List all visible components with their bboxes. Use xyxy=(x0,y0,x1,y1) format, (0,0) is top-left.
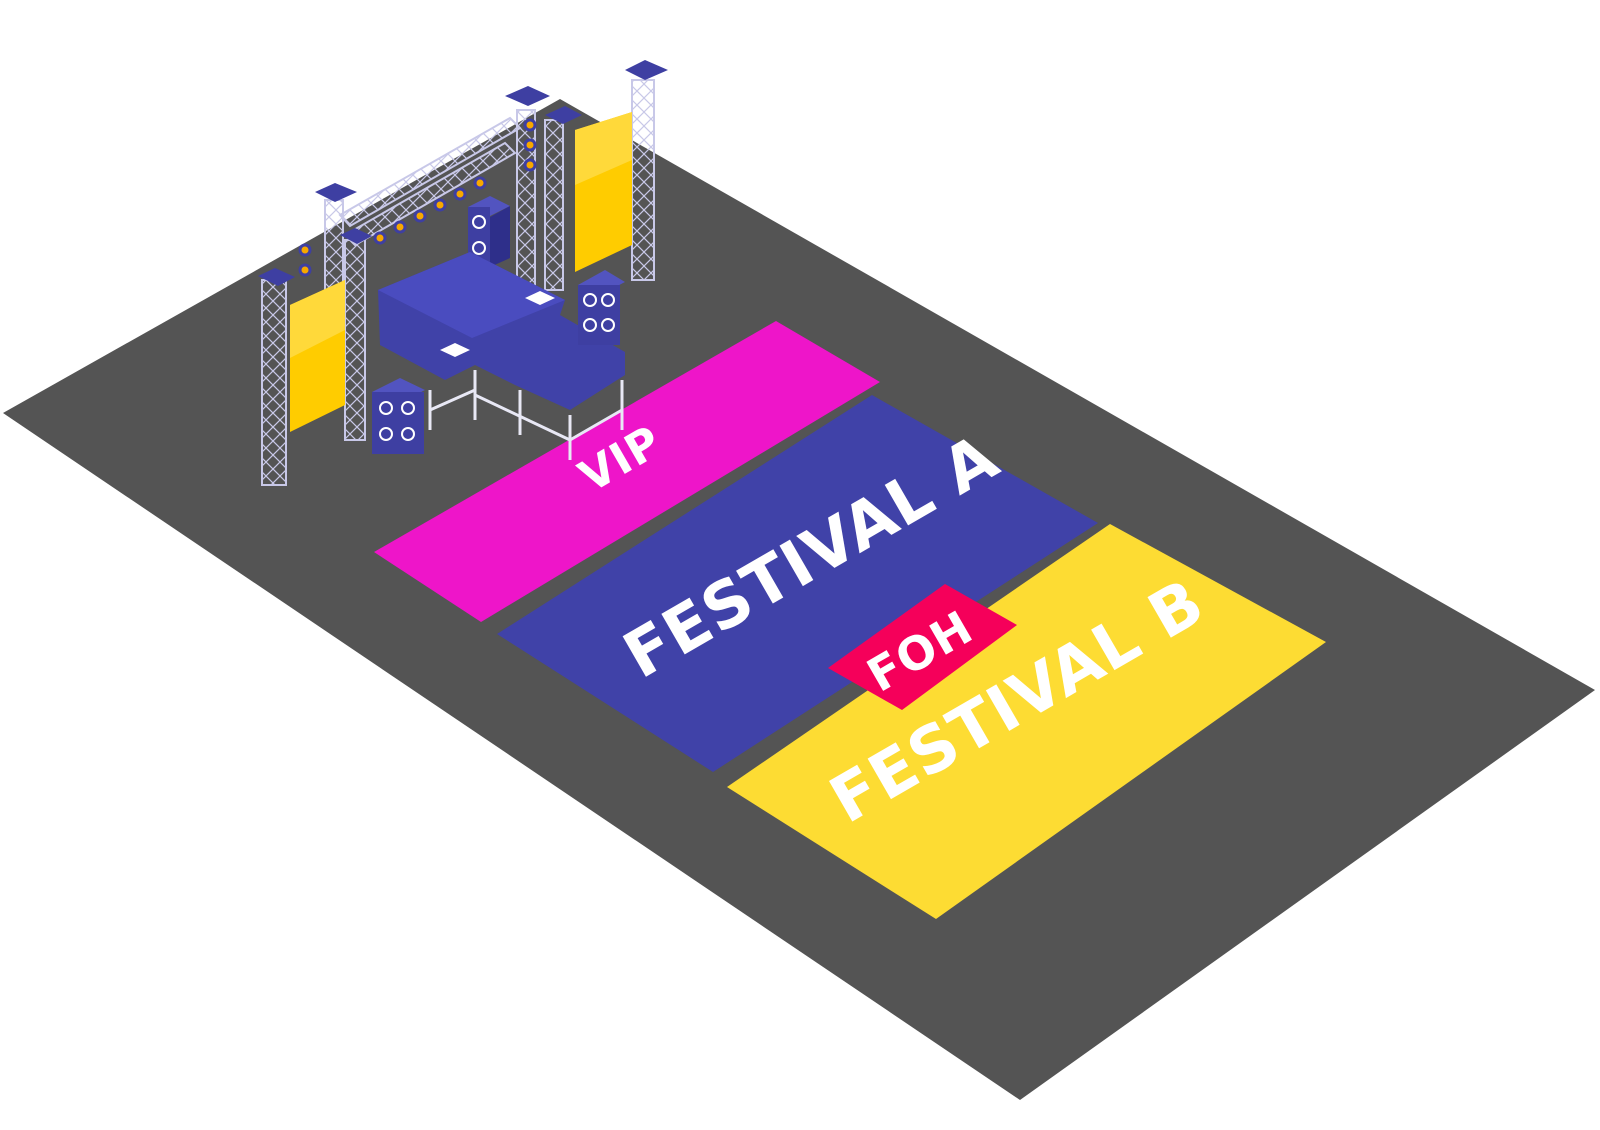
zone-festival-b[interactable] xyxy=(727,524,1326,919)
zone-festival-a[interactable] xyxy=(497,395,1098,772)
led-screen-icon xyxy=(290,280,345,432)
speaker-icon xyxy=(578,270,625,345)
stage-platform xyxy=(378,252,625,460)
truss-tower-icon xyxy=(505,86,550,291)
speaker-icon xyxy=(372,378,425,454)
zone-vip[interactable] xyxy=(374,321,880,622)
led-screen-icon xyxy=(544,106,632,291)
zone-foh[interactable] xyxy=(828,584,1017,710)
truss-tower-icon xyxy=(258,228,372,486)
speaker-icon xyxy=(468,196,510,267)
stage-light-icon xyxy=(298,118,537,277)
stage-icon xyxy=(258,60,668,486)
